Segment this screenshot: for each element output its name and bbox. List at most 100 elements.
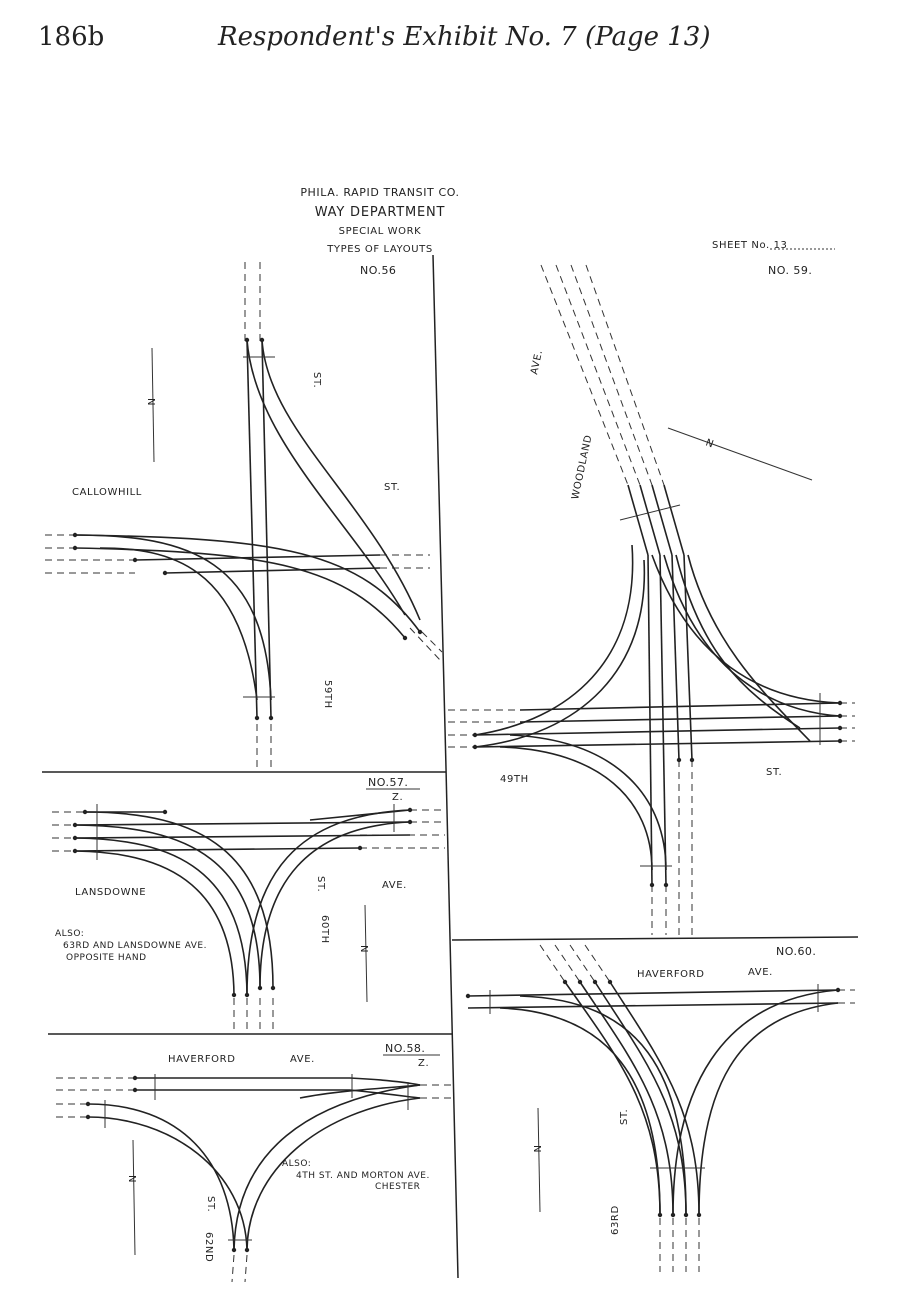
street-suffix-62nd: ST.	[205, 1196, 216, 1212]
company-name: PHILA. RAPID TRANSIT CO.	[300, 186, 459, 199]
page-number: 186b	[38, 22, 105, 52]
rail-end	[837, 725, 843, 731]
rail-end	[132, 1087, 138, 1093]
rail-end	[244, 1247, 250, 1253]
rail-joint	[619, 504, 681, 521]
north-arrow-line	[667, 427, 813, 481]
rail-end	[577, 979, 583, 985]
north-arrow-line	[151, 347, 155, 463]
rail-curve	[499, 1007, 661, 1216]
street-label-woodland: WOODLAND	[570, 434, 594, 501]
rail-curve	[74, 850, 235, 996]
layout-no60: NO.60. HAVERFORD AVE. 63RD ST.	[465, 944, 855, 1272]
rail	[627, 484, 649, 556]
rail-end	[244, 992, 250, 998]
street-label-haverford: HAVERFORD	[637, 969, 705, 980]
layout-no56-number: NO.56	[360, 264, 396, 277]
rail-curve	[609, 981, 700, 1216]
rail-end	[837, 700, 843, 706]
rail-end	[259, 337, 265, 343]
north-arrow-line	[364, 904, 368, 1003]
rail	[663, 484, 685, 556]
layout-no58: NO.58. Z. HAVERFORD AVE. 62ND ST. ALSO: …	[56, 1042, 452, 1283]
rail-end	[562, 979, 568, 985]
rail-end	[835, 987, 841, 993]
rail-curve	[233, 1084, 421, 1251]
rail-curve	[246, 1097, 421, 1251]
layout-no59-number: NO. 59.	[768, 264, 812, 277]
rail-curve	[675, 554, 801, 729]
track-extension	[554, 944, 581, 983]
rail-curve	[698, 1002, 839, 1216]
rail-end	[837, 738, 843, 744]
rail-curve	[87, 1103, 235, 1251]
rail-end	[72, 835, 78, 841]
rail-end	[670, 1212, 676, 1218]
rail-end	[649, 882, 655, 888]
note-line-1: 63RD AND LANSDOWNE AVE.	[63, 941, 207, 951]
track-extension	[540, 264, 629, 486]
street-suffix-haverford: AVE.	[290, 1054, 315, 1065]
rail-curve	[564, 981, 661, 1216]
rail-curve	[509, 734, 667, 871]
layout-no58-number: NO.58.	[385, 1042, 425, 1055]
rail-curve	[74, 534, 272, 701]
rail-end	[270, 985, 276, 991]
rail-end	[72, 848, 78, 854]
rail-end	[72, 822, 78, 828]
street-label-49th: 49TH	[500, 774, 529, 785]
title-block: PHILA. RAPID TRANSIT CO. WAY DEPARTMENT …	[300, 186, 835, 255]
layout-no57: NO.57. Z. LANSDOWNE AVE. 60TH ST. ALSO: …	[52, 776, 445, 1030]
street-suffix-lansdowne: AVE.	[382, 880, 407, 891]
track-extension	[570, 264, 653, 486]
rail-end	[407, 819, 413, 825]
rail-curve	[519, 995, 687, 1216]
rail-end	[657, 1212, 663, 1218]
rail-end	[696, 1212, 702, 1218]
rail-end	[132, 557, 138, 563]
rail-end	[85, 1101, 91, 1107]
street-label-60th: 60TH	[319, 915, 330, 944]
rail-end	[162, 570, 168, 576]
rail-curve	[499, 746, 653, 871]
note-line-2: CHESTER	[375, 1182, 420, 1192]
street-label-lansdowne: LANSDOWNE	[75, 887, 146, 898]
street-label-haverford: HAVERFORD	[168, 1054, 236, 1065]
rail-curve	[261, 339, 421, 621]
divider-no59-no60	[451, 936, 859, 941]
drawing-subtitle: SPECIAL WORK	[339, 226, 422, 237]
rail-curve	[651, 554, 841, 704]
rail-curve	[349, 1077, 421, 1086]
track-extension	[409, 627, 441, 661]
rail-end	[231, 1247, 237, 1253]
rail-end	[592, 979, 598, 985]
north-arrow-label: N	[145, 398, 156, 406]
rail	[671, 554, 680, 761]
rail	[74, 847, 361, 852]
north-arrow-label: N	[126, 1175, 137, 1183]
rail-end	[132, 1075, 138, 1081]
rail-end	[417, 629, 423, 635]
rail	[639, 484, 661, 556]
north-arrow-label: N	[358, 945, 369, 953]
rail-curve	[74, 824, 261, 989]
rail-end	[689, 757, 695, 763]
rail-curve	[579, 981, 674, 1216]
street-suffix-woodland: AVE.	[529, 349, 545, 376]
rail-end	[465, 993, 471, 999]
north-arrow-line	[537, 1107, 541, 1213]
street-suffix-callowhill: ST.	[384, 482, 400, 493]
rail-end	[254, 715, 260, 721]
rail-end	[472, 744, 478, 750]
note-head: ALSO:	[55, 929, 84, 939]
street-label-63rd: 63RD	[610, 1205, 621, 1235]
rail-end	[472, 732, 478, 738]
drawing-caption: TYPES OF LAYOUTS	[326, 244, 433, 255]
rail	[651, 484, 673, 556]
rail-curve	[99, 547, 258, 701]
rail-end	[837, 713, 843, 719]
rail	[467, 1002, 839, 1009]
rail-curve	[474, 559, 646, 748]
rail-end	[268, 715, 274, 721]
track-extension	[421, 631, 443, 653]
